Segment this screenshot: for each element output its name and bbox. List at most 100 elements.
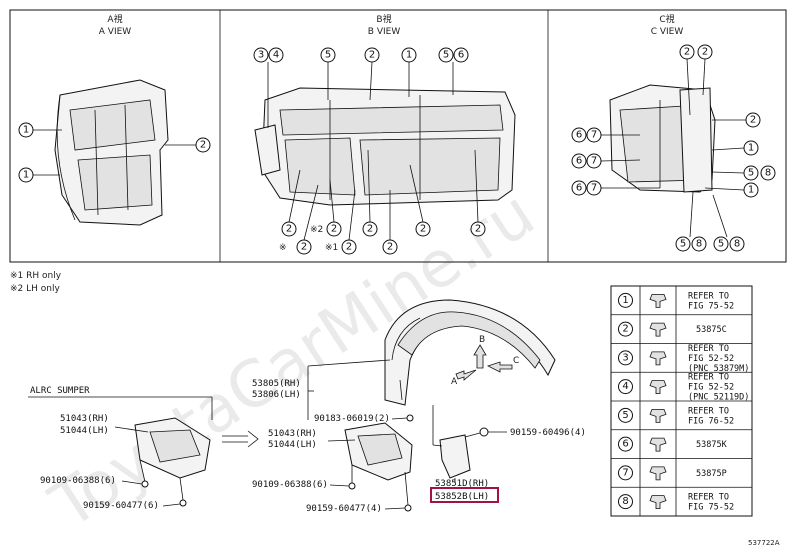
clip-lh-label: 53852B(LH) [435,492,489,502]
legend-number: 3 [622,352,628,363]
svg-text:6: 6 [576,183,582,194]
legend-text: FIG 75-52 [688,301,734,311]
center-assembly: 51043(RH) 51044(LH) 90109-06388(6) 90159… [252,414,414,514]
screw-right-label: 90159-60496(4) [510,428,586,438]
a-view-title-jp: A視 [107,13,122,25]
svg-text:6: 6 [576,156,582,167]
svg-text:2: 2 [286,224,292,235]
svg-text:7: 7 [591,156,597,167]
liner-lh-label: 53806(LH) [252,390,301,400]
svg-text:7: 7 [591,130,597,141]
legend-number-circle [618,407,633,423]
a-view-drawing [54,79,169,226]
c-view-title-jp: C視 [659,13,674,25]
direction-c-label: C [513,356,519,366]
clip-part-icon [649,466,667,481]
svg-text:8: 8 [734,239,740,250]
svg-text:5: 5 [325,50,331,61]
svg-text:5: 5 [748,168,754,179]
views-frame [9,9,787,263]
svg-text:2: 2 [750,115,756,126]
svg-text:2: 2 [301,242,307,253]
b-view-title: B VIEW [368,27,401,37]
legend-text: 53875K [696,440,728,450]
svg-text:7: 7 [591,183,597,194]
svg-text:8: 8 [765,168,771,179]
a-view-callouts: 1 1 2 [18,122,211,183]
legend-number-circle [618,465,633,481]
svg-text:2: 2 [475,224,481,235]
svg-text:5: 5 [443,50,449,61]
legend-number: 6 [622,439,628,450]
legend-text: FIG 52-52 [688,354,734,364]
c-view-drawing [609,84,716,193]
left-upper-label: 51043(RH) [60,414,109,424]
svg-text:※: ※ [279,243,287,253]
center-upper-label: 51043(RH) [268,429,317,439]
legend-number-circle [618,494,633,510]
direction-a-label: A [451,377,458,387]
svg-text:※1: ※1 [325,243,338,253]
clip-rh-label: 53851D(RH) [435,479,489,489]
svg-text:1: 1 [748,143,754,154]
legend-number: 2 [622,324,628,335]
legend-number: 8 [622,496,628,507]
liner-rh-label: 53805(RH) [252,379,301,389]
legend-text: REFER TO [688,406,729,416]
svg-text:3: 3 [258,50,264,61]
svg-text:6: 6 [576,130,582,141]
legend-number-circle [618,379,633,395]
svg-text:1: 1 [406,50,412,61]
svg-text:1: 1 [23,125,29,136]
legend-text: REFER TO [688,291,729,301]
svg-text:6: 6 [458,50,464,61]
legend-number: 5 [622,410,628,421]
svg-text:5: 5 [718,239,724,250]
legend-number-circle [618,321,633,337]
fender-liner: 53805(RH) 53806(LH) [252,299,556,420]
svg-text:2: 2 [331,224,337,235]
svg-text:※2: ※2 [310,225,323,235]
c-view-callouts: 2 2 2 1 5 8 1 6 7 6 7 6 7 5 8 5 8 [571,44,776,252]
legend-text: REFER TO [688,373,729,383]
clip-part-icon [649,293,667,308]
clip-lh-highlight [430,487,499,503]
clip-part: 90159-60496(4) 53851D(RH) 53852B(LH) [430,405,586,503]
b-view-callouts: 3 4 5 2 1 5 6 2 2 2 2 2 ※ 2 ※1 2 2 ※2 [253,47,486,255]
bolt-center-2-label: 90159-60477(4) [306,504,382,514]
legend-number: 7 [622,467,628,478]
note-lh-only: ※2 LH only [10,284,60,294]
clip-part-icon [649,322,667,337]
svg-text:4: 4 [273,50,279,61]
svg-text:2: 2 [367,224,373,235]
left-lower-label: 51044(LH) [60,426,109,436]
legend-number-circle [618,436,633,452]
legend-text: REFER TO [688,493,729,503]
legend-number: 1 [622,295,628,306]
svg-text:2: 2 [346,242,352,253]
note-rh-only: ※1 RH only [10,271,62,281]
legend-text: (PNC 52119D) [688,393,749,403]
legend-text: REFER TO [688,344,729,354]
center-lower-label: 51044(LH) [268,440,317,450]
bolt-left-1-label: 90109-06388(6) [40,476,116,486]
svg-text:2: 2 [702,47,708,58]
bumper-inset: ALRC SUMPER 51043(RH) 51044(LH) 90109-06… [28,386,213,511]
legend-number-circle [618,292,633,308]
c-view-title: C VIEW [651,27,684,37]
screw-top-label: 90183-06019(2) [314,414,390,424]
legend-text: FIG 52-52 [688,383,734,393]
clip-part-icon [649,380,667,395]
svg-text:1: 1 [748,185,754,196]
clip-part-icon [649,351,667,366]
svg-text:8: 8 [696,239,702,250]
b-view-title-jp: B視 [376,13,391,25]
svg-text:2: 2 [420,224,426,235]
clip-part-icon [649,437,667,452]
legend-text: (PNC 53879M) [688,364,749,374]
svg-text:5: 5 [680,239,686,250]
svg-text:2: 2 [200,140,206,151]
bolt-center-1-label: 90109-06388(6) [252,480,328,490]
